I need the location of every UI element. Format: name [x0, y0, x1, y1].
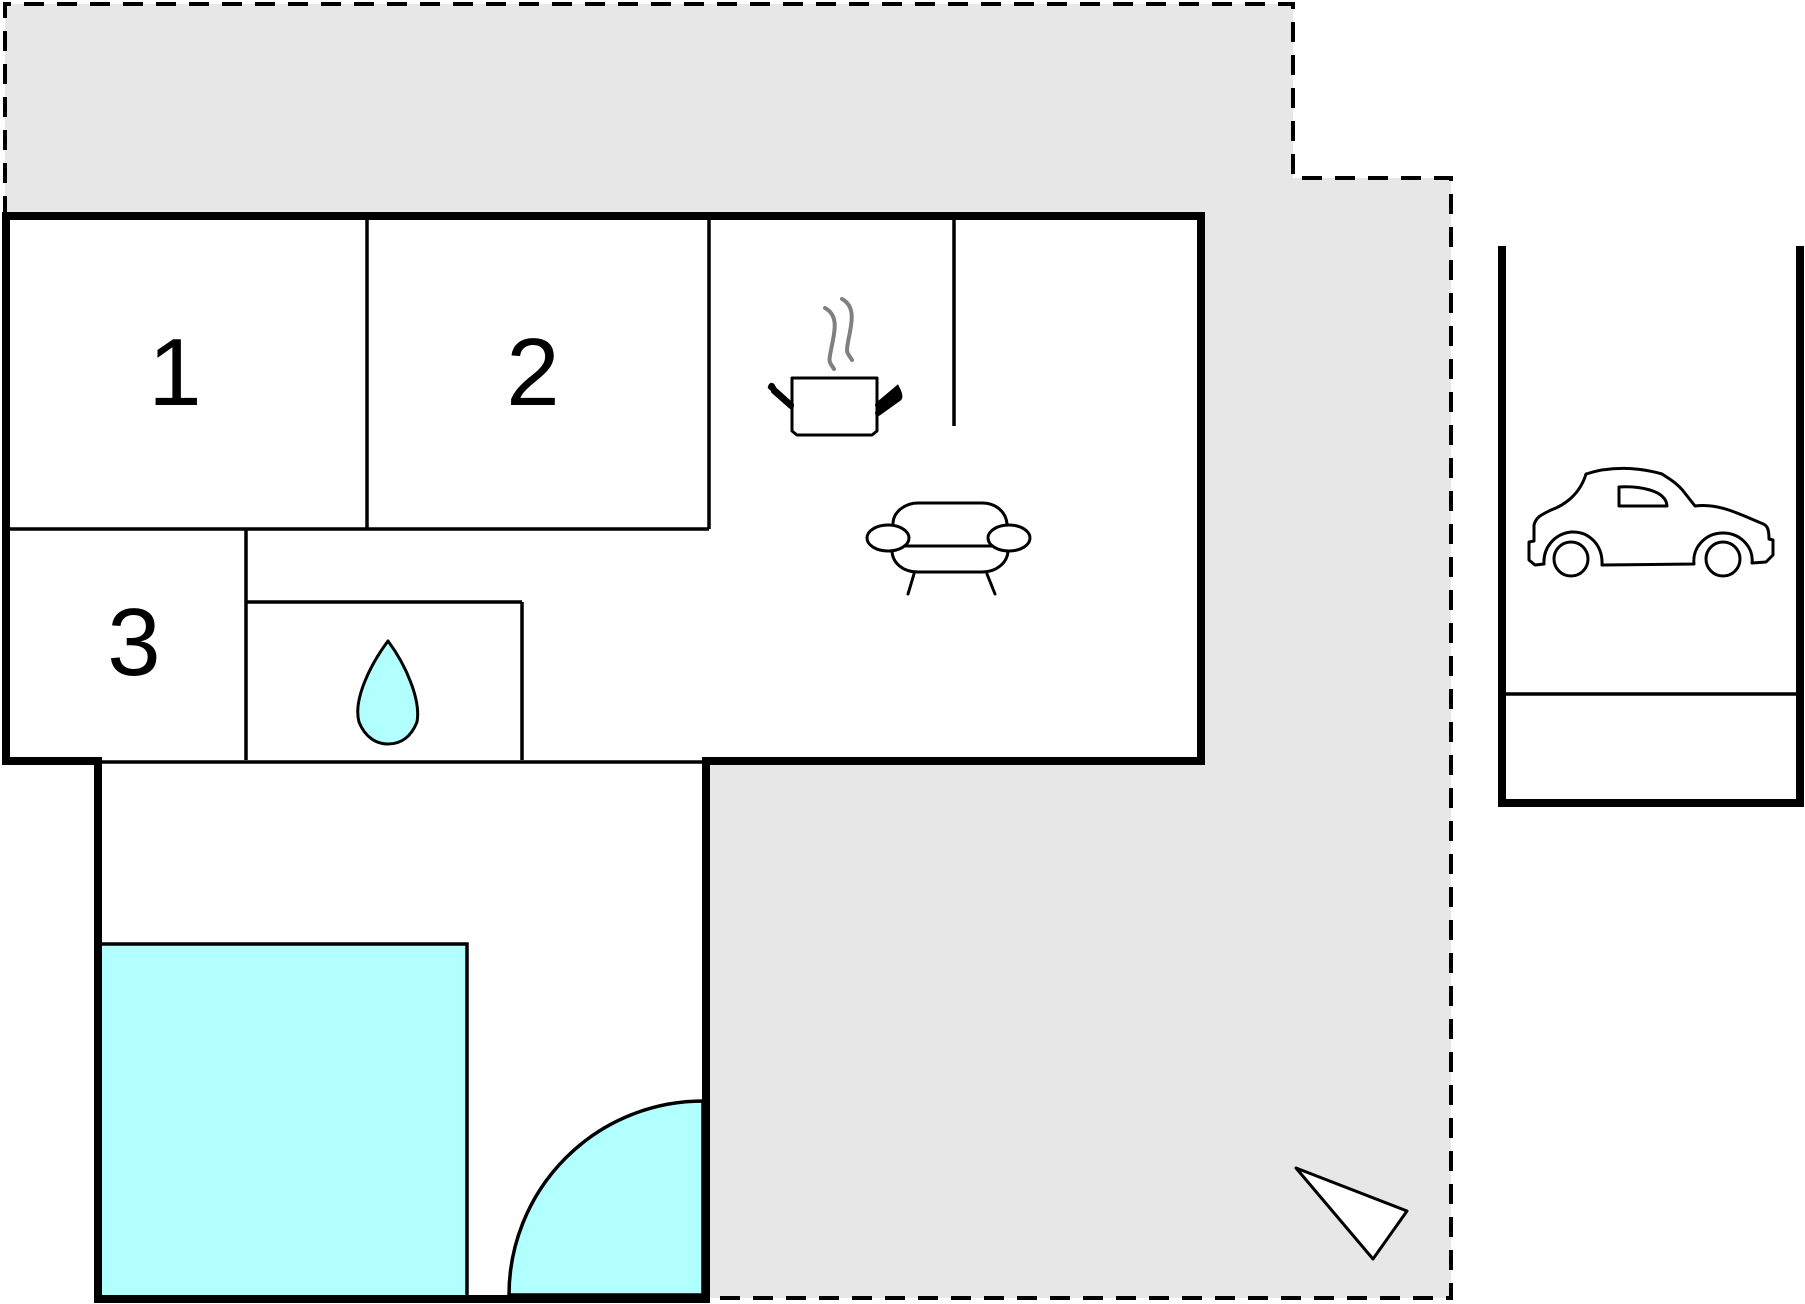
interior-walls: [9, 218, 956, 1299]
cooking-pot-icon: [767, 297, 903, 437]
outdoor-area-border: [3, 2, 1453, 1300]
sofa-icon: [865, 501, 1032, 596]
car-icon: [1527, 466, 1775, 578]
water-drop-icon: [356, 639, 420, 746]
exterior-walls: [2, 212, 1205, 1303]
room-label-2: 2: [506, 319, 559, 426]
north-arrow-icon: [1294, 1166, 1409, 1261]
pool: [96, 942, 469, 1300]
room-label-3: 3: [107, 589, 160, 696]
carport: [1498, 246, 1804, 807]
outdoor-area-fill: [5, 4, 1451, 1298]
room-label-1: 1: [148, 319, 201, 426]
outdoor-area: [3, 2, 1453, 1300]
door-swing-arc: [507, 1099, 705, 1297]
